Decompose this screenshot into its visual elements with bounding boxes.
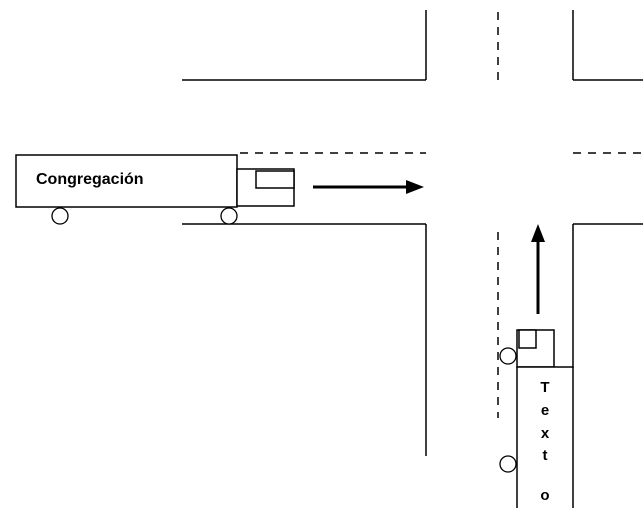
truck-wheel-front [499,347,517,365]
truck-label-letter: x [541,425,550,442]
truck-label-letter: e [541,402,549,419]
truck-label: Congregación [36,171,144,188]
truck-wheel-front [220,207,238,225]
truck-label-letter: t [543,447,548,464]
truck-trailer [15,154,238,208]
truck-cab-window [518,329,537,349]
truck-wheel-rear [499,455,517,473]
arrow-right-icon [313,180,424,194]
arrow-up-icon [531,224,545,314]
truck-label-letter: o [540,487,549,504]
road-edges [182,10,643,456]
lane-dividers [240,12,643,418]
truck-wheel-rear [51,207,69,225]
vertical-truck: T e x t o [499,329,574,508]
truck-label-vertical: T e x t o [540,379,549,504]
truck-label-letter: T [540,379,549,396]
horizontal-truck: Congregación [15,154,295,225]
truck-trailer [516,366,574,508]
truck-cab-window [255,170,295,189]
